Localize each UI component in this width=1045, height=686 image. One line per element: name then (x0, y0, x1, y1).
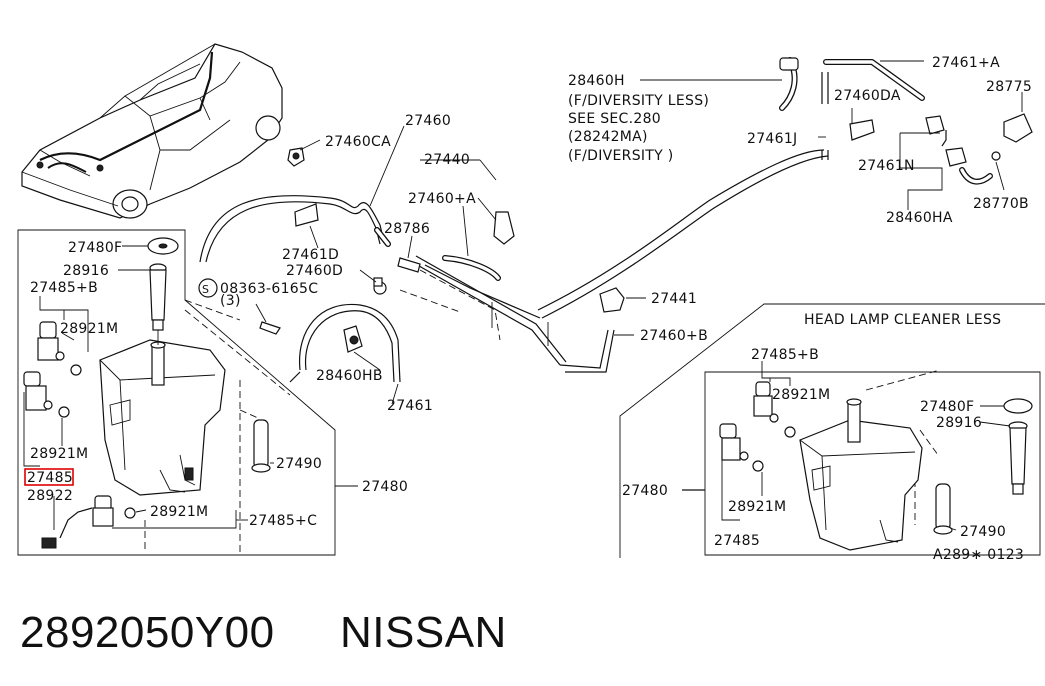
filler-tube (147, 237, 179, 345)
label-27480-left: 27480 (362, 479, 408, 495)
label-27485B-left: 27485+B (30, 280, 98, 296)
label-27480F-right: 27480F (920, 399, 974, 415)
label-28921M-right-b: 28921M (728, 499, 786, 515)
note-diversity-less: (F/DIVERSITY LESS) (568, 93, 709, 109)
label-27440: 27440 (424, 152, 470, 168)
label-28775: 28775 (986, 79, 1032, 95)
pumps-right (719, 381, 1033, 535)
label-28460HB: 28460HB (316, 368, 383, 384)
label-27460A: 27460+A (408, 191, 476, 207)
top-right-parts (779, 57, 1033, 185)
diagram-code: A289∗ 0123 (933, 547, 1024, 563)
brand-name: NISSAN (340, 608, 507, 657)
label-28460HA: 28460HA (886, 210, 953, 226)
pumps-left (23, 321, 136, 549)
label-27480-right: 27480 (622, 483, 668, 499)
label-27460: 27460 (405, 113, 451, 129)
label-28916-right: 28916 (936, 415, 982, 431)
right-tank-box (619, 303, 1045, 558)
left-tank-box (17, 229, 336, 556)
label-08363-qty: (3) (220, 293, 241, 309)
label-27460B: 27460+B (640, 328, 708, 344)
label-28921M-left-c: 28921M (150, 504, 208, 520)
label-27460CA: 27460CA (325, 134, 391, 150)
label-28921M-left-b: 28921M (30, 446, 88, 462)
label-28922: 28922 (27, 488, 73, 504)
label-27460D: 27460D (286, 263, 343, 279)
car-illustration (21, 43, 283, 219)
callout-labels: 28460H (F/DIVERSITY LESS) SEE SEC.280 (2… (24, 55, 1032, 563)
washer-tank-left (99, 339, 226, 496)
label-27485-left: 27485 (27, 470, 73, 486)
label-27490-right: 27490 (960, 524, 1006, 540)
label-28786: 28786 (384, 221, 430, 237)
note-28242ma: (28242MA) (568, 129, 648, 145)
part-number: 2892050Y00 (20, 608, 275, 657)
panel-title: HEAD LAMP CLEANER LESS (804, 312, 1001, 328)
label-27460DA: 27460DA (834, 88, 901, 104)
label-28916-left: 28916 (63, 263, 109, 279)
footer: 2892050Y00 NISSAN (20, 608, 507, 657)
pipe-27490-left (239, 409, 271, 473)
label-27480F-left: 27480F (68, 240, 122, 256)
label-28921M-right-a: 28921M (772, 387, 830, 403)
highlight-box (24, 468, 74, 486)
hoses (199, 149, 829, 383)
label-28460H: 28460H (568, 73, 625, 89)
label-27461A: 27461+A (932, 55, 1000, 71)
label-28770B: 28770B (973, 196, 1029, 212)
label-27490-left: 27490 (276, 456, 322, 472)
label-27441: 27441 (651, 291, 697, 307)
label-27461: 27461 (387, 398, 433, 414)
leader-lines (23, 60, 1023, 531)
label-27461J: 27461J (747, 131, 797, 147)
label-27461D: 27461D (282, 247, 339, 263)
label-27485B-right: 27485+B (751, 347, 819, 363)
label-27485-right: 27485 (714, 533, 760, 549)
svg-text:S: S (202, 283, 209, 296)
label-27485C: 27485+C (249, 513, 317, 529)
washer-tank-right (799, 398, 923, 551)
center-parts: S (198, 147, 625, 353)
note-see-sec: SEE SEC.280 (568, 111, 661, 127)
label-28921M-left-a: 28921M (60, 321, 118, 337)
label-27461N: 27461N (858, 158, 915, 174)
note-diversity: (F/DIVERSITY ) (568, 148, 674, 164)
label-08363: 08363-6165C (220, 281, 318, 297)
